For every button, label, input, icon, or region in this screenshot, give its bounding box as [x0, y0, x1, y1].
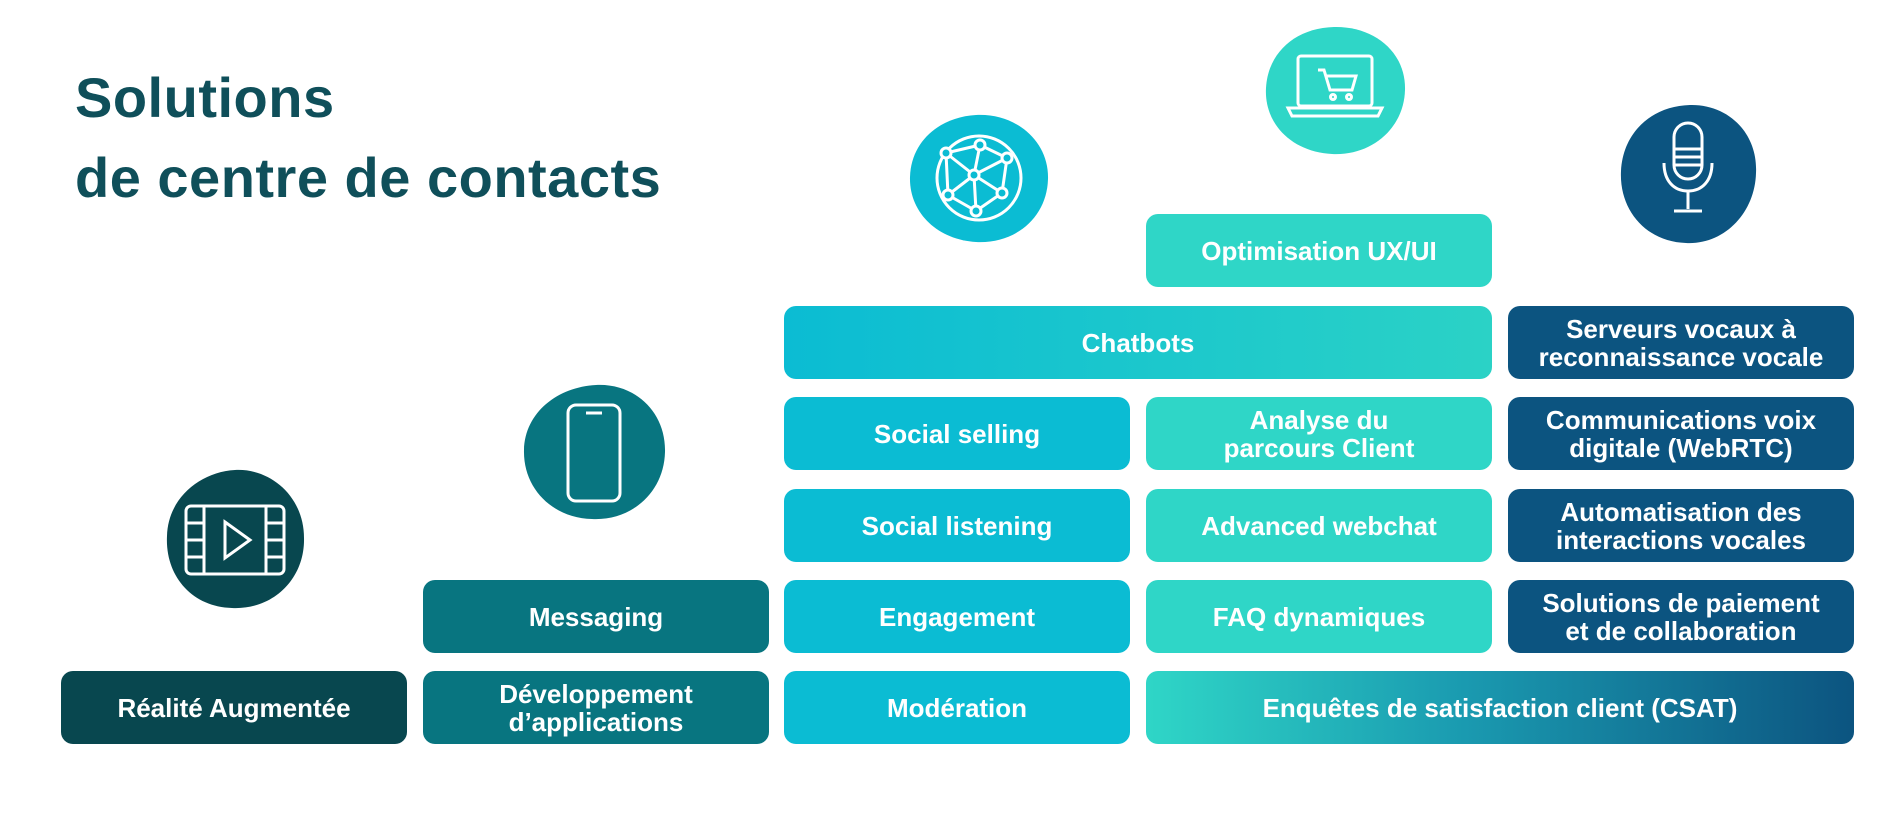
- tile-faq-dynamiques: FAQ dynamiques: [1146, 580, 1492, 653]
- laptop-cart-icon: [1262, 24, 1408, 158]
- tile-engagement: Engagement: [784, 580, 1130, 653]
- tile-developpement-applications: Développement d’applications: [423, 671, 769, 744]
- title-line-1: Solutions: [75, 66, 335, 129]
- tile-communications-voix-digitale: Communications voix digitale (WebRTC): [1508, 397, 1854, 470]
- tile-realite-augmentee: Réalité Augmentée: [61, 671, 407, 744]
- tile-automatisation-interactions-vocales: Automatisation des interactions vocales: [1508, 489, 1854, 562]
- tile-serveurs-vocaux: Serveurs vocaux à reconnaissance vocale: [1508, 306, 1854, 379]
- tile-moderation: Modération: [784, 671, 1130, 744]
- tile-optimisation-ux-ui: Optimisation UX/UI: [1146, 214, 1492, 287]
- title-line-2: de centre de contacts: [75, 146, 662, 209]
- smartphone-icon: [520, 382, 668, 522]
- microphone-icon: [1616, 101, 1760, 247]
- tile-enquetes-csat: Enquêtes de satisfaction client (CSAT): [1146, 671, 1854, 744]
- network-globe-icon: [906, 111, 1050, 245]
- page-title: Solutions de centre de contacts: [75, 58, 775, 218]
- tile-advanced-webchat: Advanced webchat: [1146, 489, 1492, 562]
- tile-chatbots: Chatbots: [784, 306, 1492, 379]
- tile-messaging: Messaging: [423, 580, 769, 653]
- tile-social-listening: Social listening: [784, 489, 1130, 562]
- video-play-icon: [162, 466, 308, 612]
- tile-analyse-parcours-client: Analyse du parcours Client: [1146, 397, 1492, 470]
- tile-social-selling: Social selling: [784, 397, 1130, 470]
- tile-solutions-paiement-collaboration: Solutions de paiement et de collaboratio…: [1508, 580, 1854, 653]
